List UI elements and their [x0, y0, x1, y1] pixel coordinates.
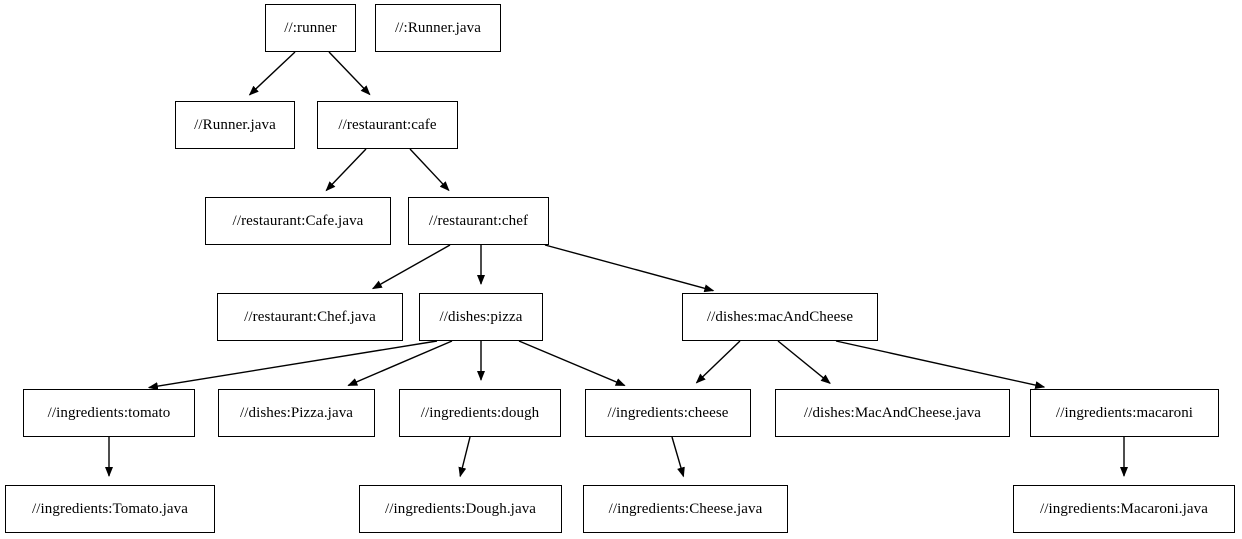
- graph-edge: [248, 51, 296, 96]
- graph-edge: [695, 340, 741, 384]
- graph-edge: [371, 244, 451, 290]
- graph-node-ingredients_dough[interactable]: //ingredients:dough: [399, 389, 561, 437]
- graph-edge: [347, 340, 453, 387]
- graph-node-dishes_pizza_java[interactable]: //dishes:Pizza.java: [218, 389, 375, 437]
- graph-node-runner[interactable]: //:runner: [265, 4, 356, 52]
- graph-node-ingredients_macaroni_java[interactable]: //ingredients:Macaroni.java: [1013, 485, 1235, 533]
- graph-node-ingredients_tomato_java[interactable]: //ingredients:Tomato.java: [5, 485, 215, 533]
- graph-node-ingredients_cheese[interactable]: //ingredients:cheese: [585, 389, 751, 437]
- graph-node-runner_java_root[interactable]: //:Runner.java: [375, 4, 501, 52]
- graph-edge: [328, 51, 371, 96]
- graph-node-dishes_macandcheese_java[interactable]: //dishes:MacAndCheese.java: [775, 389, 1010, 437]
- graph-edge: [147, 340, 438, 391]
- graph-edge: [409, 148, 450, 192]
- graph-node-dishes_macandcheese[interactable]: //dishes:macAndCheese: [682, 293, 878, 341]
- graph-node-ingredients_tomato[interactable]: //ingredients:tomato: [23, 389, 195, 437]
- graph-node-restaurant_cafe[interactable]: //restaurant:cafe: [317, 101, 458, 149]
- graph-node-ingredients_macaroni[interactable]: //ingredients:macaroni: [1030, 389, 1219, 437]
- graph-edge: [325, 148, 367, 192]
- graph-node-ingredients_cheese_java[interactable]: //ingredients:Cheese.java: [583, 485, 788, 533]
- graph-edge: [544, 244, 715, 293]
- graph-node-ingredients_dough_java[interactable]: //ingredients:Dough.java: [359, 485, 562, 533]
- graph-node-runner_java[interactable]: //Runner.java: [175, 101, 295, 149]
- graph-edge: [777, 340, 831, 384]
- graph-edge: [835, 340, 1046, 390]
- graph-edge: [458, 436, 471, 478]
- graph-node-dishes_pizza[interactable]: //dishes:pizza: [419, 293, 543, 341]
- graph-edge: [671, 436, 685, 478]
- graph-node-restaurant_chef[interactable]: //restaurant:chef: [408, 197, 549, 245]
- graph-node-restaurant_cafe_java[interactable]: //restaurant:Cafe.java: [205, 197, 391, 245]
- graph-edge: [518, 340, 626, 387]
- graph-node-restaurant_chef_java[interactable]: //restaurant:Chef.java: [217, 293, 403, 341]
